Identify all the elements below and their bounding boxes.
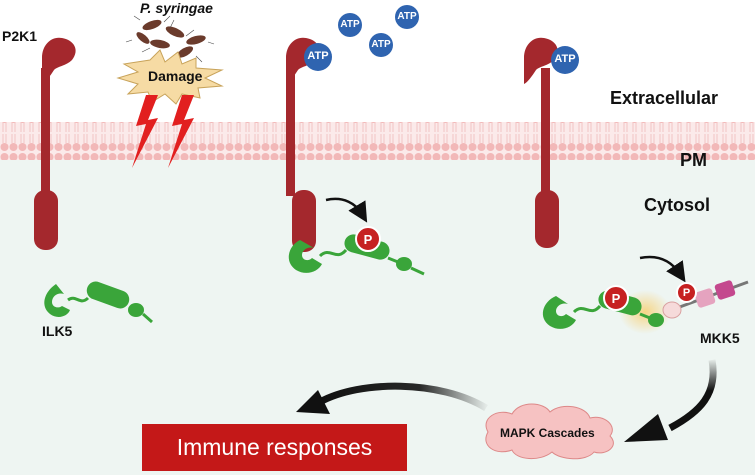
phosphorylation-arrow-2 — [639, 255, 686, 283]
atp-label: ATP — [397, 11, 417, 22]
ilk5-label: ILK5 — [42, 323, 73, 339]
atp-label: ATP — [554, 53, 576, 65]
atp-label: ATP — [371, 39, 391, 50]
phosphorylation-arrow-1 — [325, 197, 368, 223]
damage-label: Damage — [148, 68, 203, 84]
phospho-badge: P — [603, 285, 629, 311]
p2k1-label: P2K1 — [2, 28, 38, 44]
arrowhead-immune — [296, 390, 330, 414]
atp-molecule — [369, 33, 393, 57]
mapk-label: MAPK Cascades — [500, 426, 595, 440]
atp-molecule — [304, 43, 332, 71]
cytosol-label: Cytosol — [644, 195, 711, 215]
pm-label: PM — [680, 150, 707, 170]
lightning-bolt-1 — [132, 95, 158, 168]
mkk5-label: MKK5 — [700, 330, 740, 346]
p2k1-receptor-3 — [524, 37, 559, 248]
damage-burst — [116, 49, 224, 105]
atp-label: ATP — [307, 50, 329, 62]
atp-molecule — [395, 5, 419, 29]
phospho-badge: P — [676, 282, 697, 303]
mkk5-kinase — [662, 280, 749, 319]
immune-responses-box: Immune responses — [142, 424, 407, 471]
signal-arrow-immune — [318, 382, 488, 411]
ilk5-kinase-free — [44, 281, 153, 324]
atp-molecule — [551, 46, 579, 74]
mapk-cloud — [485, 403, 614, 460]
extracellular-label: Extracellular — [610, 88, 719, 108]
p2k1-receptor-1 — [34, 37, 76, 250]
signal-arrow-mapk — [668, 359, 717, 432]
bacteria-cluster — [125, 15, 215, 63]
lightning-bolt-2 — [168, 95, 194, 168]
atp-molecule — [338, 13, 362, 37]
phospho-badge: P — [355, 226, 381, 252]
pathogen-label: P. syringae — [140, 0, 213, 16]
plasma-membrane — [0, 122, 755, 160]
arrowhead-mapk — [624, 414, 668, 442]
atp-label: ATP — [340, 19, 360, 30]
